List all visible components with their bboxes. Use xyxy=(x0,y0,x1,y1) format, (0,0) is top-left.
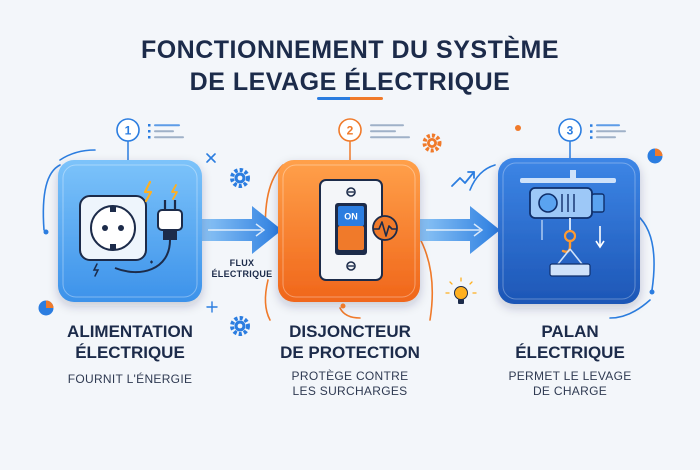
trend-arrow-icon xyxy=(451,171,475,187)
close-icon xyxy=(206,153,216,163)
gear-icon xyxy=(230,316,250,336)
step-1-description-line-1: FOURNIT L'ÉNERGIE xyxy=(67,372,193,386)
step-1-marker: 1 xyxy=(116,118,184,162)
flow-arrow-1 xyxy=(202,206,282,254)
step-1-title-line-2: ÉLECTRIQUE xyxy=(75,343,185,362)
diagram-title: FONCTIONNEMENT DU SYSTÈME DE LEVAGE ÉLEC… xyxy=(0,34,700,98)
gear-icon xyxy=(230,168,250,188)
title-line-2: DE LEVAGE ÉLECTRIQUE xyxy=(189,68,511,96)
gear-icon xyxy=(422,133,442,153)
step-1-number: 1 xyxy=(125,124,132,138)
step-1-title: ALIMENTATION ÉLECTRIQUE xyxy=(30,321,230,363)
step-2-description: PROTÈGE CONTRE LES SURCHARGES xyxy=(250,369,450,399)
decor-dot xyxy=(43,229,49,235)
step-3-description-line-2: DE CHARGE xyxy=(532,384,608,398)
plus-icon xyxy=(206,301,218,313)
circuit-breaker-icon: ON xyxy=(319,179,398,281)
step-2-description-line-2: LES SURCHARGES xyxy=(292,384,408,398)
electric-hoist-icon xyxy=(520,170,616,277)
decor-lines xyxy=(42,149,655,321)
title-underline xyxy=(317,97,383,100)
step-3-marker: 3 xyxy=(558,118,626,160)
step-3-title-line-1: PALAN xyxy=(541,322,599,341)
lightbulb-icon xyxy=(445,277,477,304)
pie-chart-icon xyxy=(647,148,663,164)
step-2-title-line-2: DE PROTECTION xyxy=(280,343,420,362)
flow-label-line-1: FLUX xyxy=(229,258,255,268)
flow-label-line-2: ÉLECTRIQUE xyxy=(211,269,273,279)
flow-label: FLUX ÉLECTRIQUE xyxy=(202,258,282,280)
step-2-number: 2 xyxy=(347,124,354,138)
step-2-marker: 2 xyxy=(338,118,410,160)
step-3-description-line-1: PERMET LE LEVAGE xyxy=(508,369,632,383)
decor-dot xyxy=(515,125,521,131)
step-2-title: DISJONCTEUR DE PROTECTION xyxy=(250,321,450,363)
step-2-title-line-1: DISJONCTEUR xyxy=(289,322,411,341)
step-3-title-line-2: ÉLECTRIQUE xyxy=(515,343,625,362)
step-3-number: 3 xyxy=(567,124,574,138)
power-outlet-plug-icon xyxy=(79,180,183,277)
decor-dot xyxy=(649,289,655,295)
step-3-description: PERMET LE LEVAGE DE CHARGE xyxy=(470,369,670,399)
step-2-description-line-1: PROTÈGE CONTRE xyxy=(291,369,409,383)
step-3-card xyxy=(498,158,640,304)
step-1-card xyxy=(58,160,202,302)
switch-on-label: ON xyxy=(344,212,358,222)
title-line-1: FONCTIONNEMENT DU SYSTÈME xyxy=(140,36,560,64)
step-1-description: FOURNIT L'ÉNERGIE xyxy=(30,372,230,387)
step-2-card: ON xyxy=(278,160,420,302)
flow-arrow-2 xyxy=(420,206,500,254)
decor-dot xyxy=(340,303,346,309)
step-3-title: PALAN ÉLECTRIQUE xyxy=(470,321,670,363)
step-1-title-line-1: ALIMENTATION xyxy=(67,322,193,341)
pie-chart-icon xyxy=(38,300,54,316)
